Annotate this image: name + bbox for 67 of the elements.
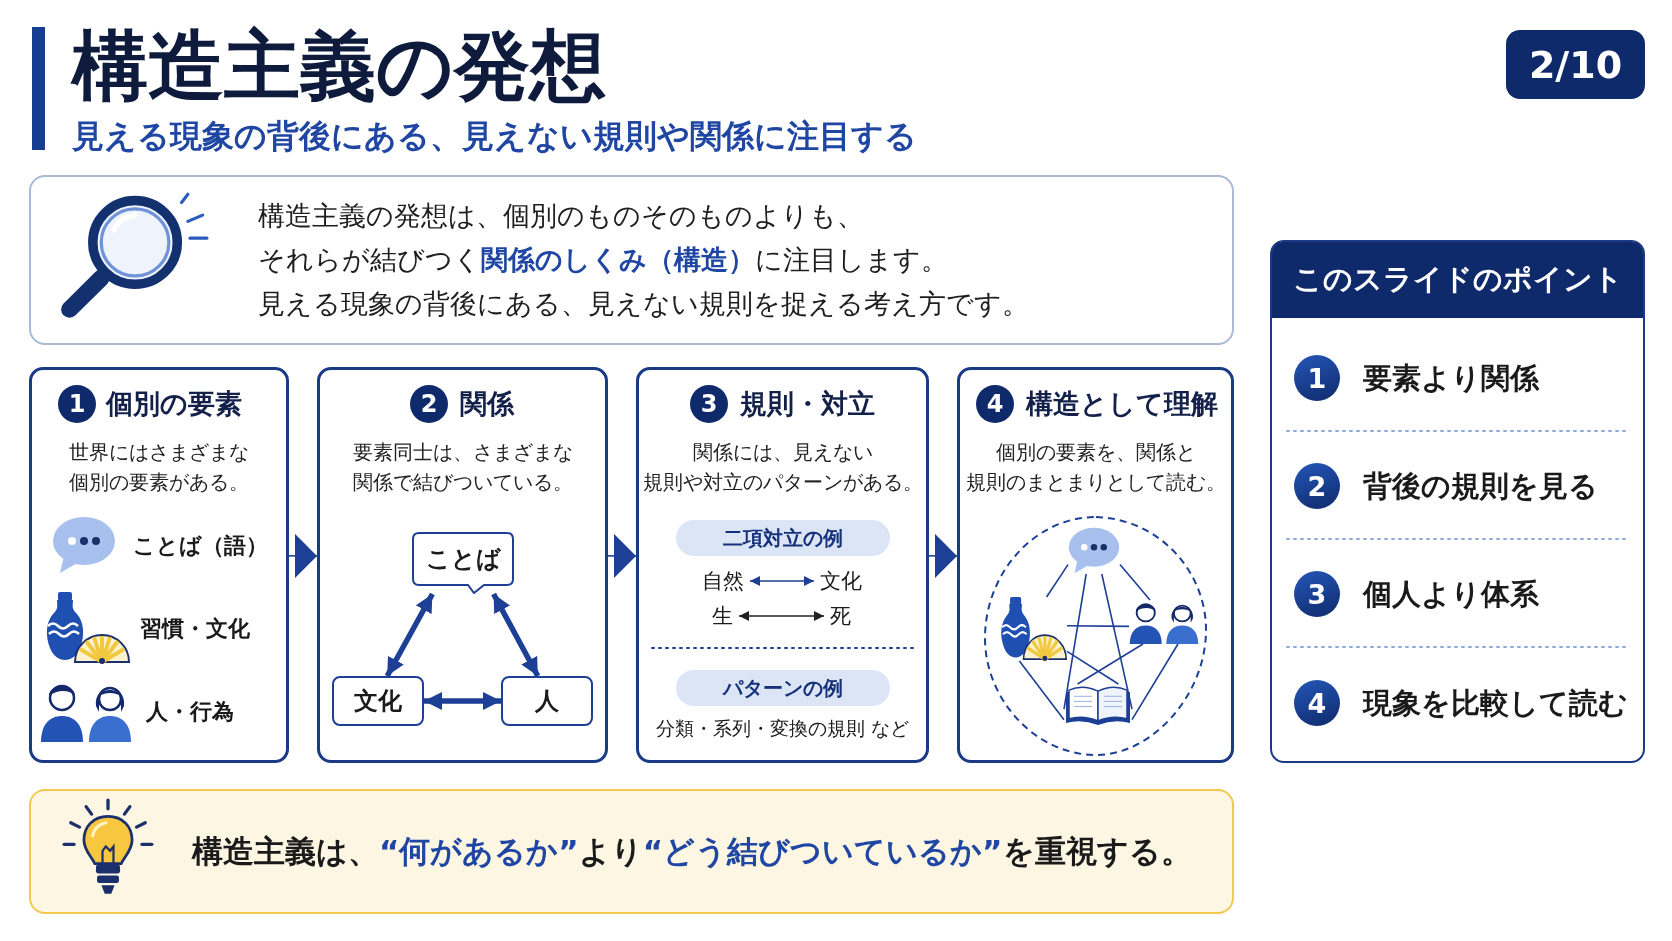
opposition-term: 死 xyxy=(824,601,857,631)
opposition-term: 文化 xyxy=(814,566,868,596)
panel-header: このスライドのポイント xyxy=(1272,242,1643,318)
example-tag: 二項対立の例 xyxy=(676,520,890,556)
key-point: 現象を比較して読む xyxy=(1363,685,1628,722)
vase-and-fan-icon xyxy=(999,597,1067,661)
key-point: 背後の規則を見る xyxy=(1363,468,1598,505)
connector-line xyxy=(1076,643,1144,685)
step-description: 関係には、見えない規則や対立のパターンがある。 xyxy=(641,440,924,496)
element-label: ことば（語） xyxy=(133,532,268,560)
step-heading: 個別の要素 xyxy=(106,387,242,421)
connector-line xyxy=(1119,563,1151,601)
step-heading: 規則・対立 xyxy=(740,387,875,421)
connector-line xyxy=(1063,573,1087,710)
slide-title: 構造主義の発想 xyxy=(72,21,606,111)
example-tag: パターンの例 xyxy=(676,670,890,706)
double-arrow xyxy=(738,611,825,621)
step-card xyxy=(317,367,608,763)
step-card xyxy=(29,367,289,763)
opposition-term: 自然 xyxy=(696,566,750,596)
key-point: 要素より関係 xyxy=(1363,360,1539,397)
step-arrow xyxy=(928,533,958,578)
connector-line xyxy=(1066,625,1130,628)
concept-box: 人 xyxy=(501,676,593,726)
page-number: 2/10 xyxy=(1506,30,1645,99)
connector-line xyxy=(1131,643,1179,721)
number-badge: 4 xyxy=(976,385,1014,423)
element-label: 習慣・文化 xyxy=(140,615,250,643)
intro-panel xyxy=(29,175,1234,345)
step-heading: 関係 xyxy=(460,387,514,421)
speech-bubble-box: ことば xyxy=(412,532,514,594)
step-heading: 構造として理解 xyxy=(1026,387,1218,421)
number-badge: 4 xyxy=(1294,680,1340,726)
pattern-examples: 分類・系列・変換の規則 など xyxy=(654,716,910,741)
opposition-term: 生 xyxy=(706,601,739,631)
number-badge: 3 xyxy=(690,385,728,423)
double-arrow xyxy=(384,592,435,678)
number-badge: 2 xyxy=(410,385,448,423)
concept-box: 文化 xyxy=(332,676,424,726)
element-label: 人・行為 xyxy=(146,698,234,726)
connector-line xyxy=(1101,573,1133,710)
number-badge: 1 xyxy=(58,385,96,423)
speech-bubble-icon xyxy=(1068,527,1120,574)
step-arrow xyxy=(288,533,318,578)
double-arrow xyxy=(424,692,501,710)
summary-banner xyxy=(29,789,1234,914)
step-description: 要素同士は、さまざまな関係で結びついている。 xyxy=(351,440,574,496)
open-book-icon xyxy=(1064,684,1132,726)
step-description: 世界にはさまざまな個別の要素がある。 xyxy=(68,440,250,496)
key-point: 個人より体系 xyxy=(1363,576,1539,613)
summary-text: 構造主義は、“何があるか”より“どう結びついているか”を重視する。 xyxy=(192,832,1192,871)
slide-subtitle: 見える現象の背後にある、見えない規則や関係に注目する xyxy=(72,116,917,156)
step-description: 個別の要素を、関係と規則のまとまりとして読む。 xyxy=(964,440,1227,496)
step-card xyxy=(636,367,929,763)
connector-line xyxy=(1066,650,1120,685)
connector-line xyxy=(1045,563,1069,598)
key-points-panel xyxy=(1270,240,1645,763)
double-arrow xyxy=(749,576,815,586)
double-arrow xyxy=(491,592,541,678)
step-card xyxy=(957,367,1234,763)
number-badge: 1 xyxy=(1294,355,1340,401)
number-badge: 3 xyxy=(1294,571,1340,617)
number-badge: 2 xyxy=(1294,463,1340,509)
step-arrow xyxy=(607,533,637,578)
intro-text: 構造主義の発想は、個別のものそのものよりも、それらが結びつく関係のしくみ（構造）に注目します。見える現象の背後にある、見えない規則を捉える考え方です。 xyxy=(258,199,1030,321)
connector-line xyxy=(1018,660,1065,721)
two-people-icon xyxy=(1129,600,1199,644)
